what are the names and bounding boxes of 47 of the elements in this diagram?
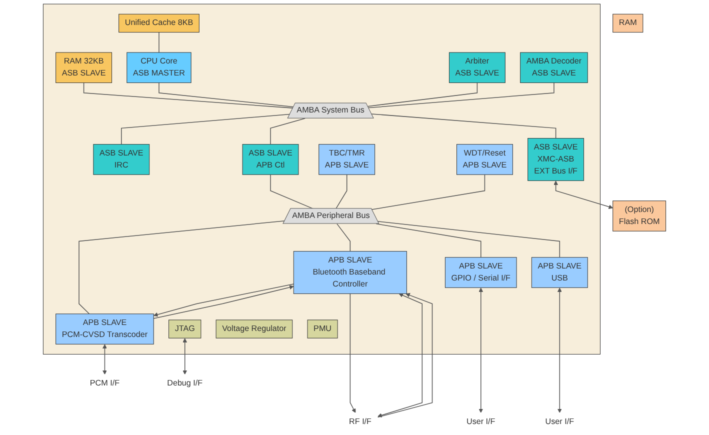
node-text: User I/F bbox=[466, 417, 496, 426]
connector bbox=[270, 118, 306, 145]
arrow bbox=[377, 293, 433, 418]
node-box: APB SLAVE PCM-CVSD Transcoder bbox=[56, 314, 154, 344]
connector bbox=[158, 32, 160, 53]
arrow bbox=[182, 338, 188, 375]
connector bbox=[336, 223, 351, 252]
arrow bbox=[554, 180, 614, 209]
node-box: ASB SLAVE XMC-ASB EXT Bus I/F bbox=[528, 138, 584, 181]
connector bbox=[368, 82, 554, 108]
connector bbox=[378, 221, 560, 258]
node-box: APB SLAVE GPIO / Serial I/F bbox=[444, 257, 517, 288]
node-text: Debug I/F bbox=[167, 378, 203, 388]
node-text: PCM I/F bbox=[90, 378, 120, 388]
arrow bbox=[478, 288, 484, 413]
node-box: PMU bbox=[307, 320, 338, 338]
node-box: AMBA Decoder ASB SLAVE bbox=[520, 52, 588, 84]
node-box: (Option) Flash ROM bbox=[612, 200, 666, 232]
connector bbox=[372, 174, 486, 210]
arrow bbox=[378, 293, 423, 418]
node-text: User I/F bbox=[545, 417, 574, 426]
node-box: TBC/TMR APB SLAVE bbox=[318, 144, 376, 175]
connector bbox=[83, 82, 294, 108]
node-box: ASB SLAVE APB Ctl bbox=[242, 144, 299, 175]
arrow bbox=[102, 344, 107, 375]
node-box: WDT/Reset APB SLAVE bbox=[456, 144, 513, 175]
connector bbox=[158, 82, 294, 108]
connector bbox=[121, 114, 290, 145]
node-box: Unified Cache 8KB bbox=[118, 14, 200, 33]
arrow bbox=[557, 288, 562, 413]
node-box: RAM 32KB ASB SLAVE bbox=[56, 52, 112, 84]
node-box: Arbiter ASB SLAVE bbox=[448, 52, 506, 84]
node-box: APB SLAVE USB bbox=[531, 257, 588, 288]
node-text: RF I/F bbox=[349, 417, 372, 426]
node-box: JTAG bbox=[168, 320, 202, 338]
node-box: RAM bbox=[612, 14, 644, 33]
node-box: CPU Core ASB MASTER bbox=[126, 52, 192, 84]
node-box: ASB SLAVE IRC bbox=[93, 144, 150, 175]
cluster bbox=[42, 4, 600, 355]
arrow bbox=[350, 293, 356, 413]
connector bbox=[78, 220, 286, 314]
node-box: Voltage Regulator bbox=[216, 320, 293, 338]
node-box: APB SLAVE Bluetooth Baseband Controller bbox=[293, 251, 407, 294]
connector bbox=[367, 82, 478, 107]
connector bbox=[336, 174, 348, 210]
connector bbox=[376, 223, 482, 258]
connector bbox=[371, 114, 556, 139]
